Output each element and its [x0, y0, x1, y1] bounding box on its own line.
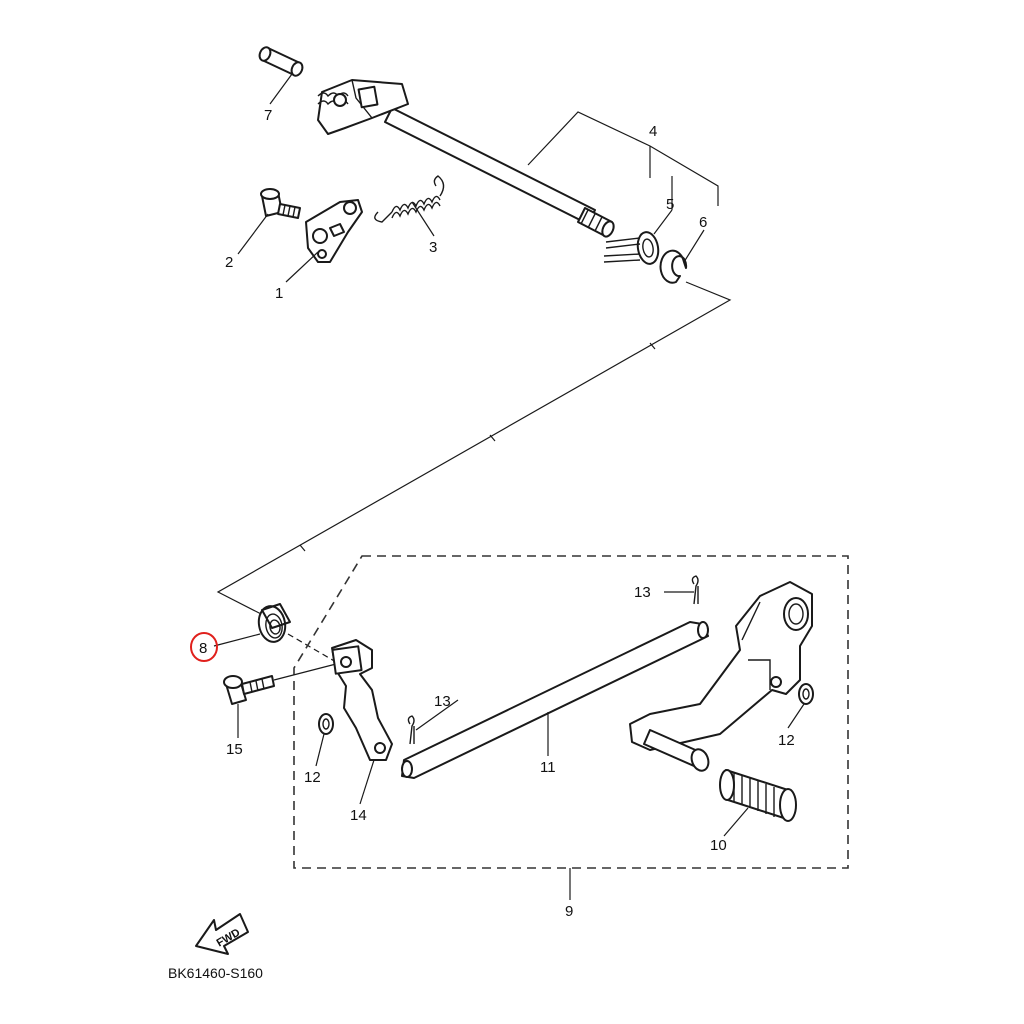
part-7-pin: [258, 46, 304, 77]
part-label-13-right: 13: [634, 584, 651, 601]
part-label-6: 6: [699, 214, 707, 231]
assembly-reference-lines: [216, 281, 732, 617]
part-15-axis-line: [273, 663, 337, 681]
part-label-12-left: 12: [304, 769, 321, 786]
part-10-pedal-rubber: [719, 769, 797, 822]
part-label-7: 7: [264, 107, 272, 124]
part-8-highlight-ring: [190, 632, 218, 662]
part-label-4: 4: [649, 123, 657, 140]
part-label-9: 9: [565, 903, 573, 920]
part-13-cotter-pin-left: [407, 715, 415, 745]
part-label-1: 1: [275, 285, 283, 302]
part-label-12-right: 12: [778, 732, 795, 749]
part-11-shift-rod: [401, 621, 709, 779]
part-2-bolt: [260, 188, 301, 219]
part-13-cotter-pin-right: [691, 575, 699, 605]
part-label-8: 8: [199, 640, 207, 657]
part-8-oil-seal: [257, 603, 291, 643]
part-label-3: 3: [429, 239, 437, 256]
part-14-shift-arm: [331, 639, 393, 761]
part-label-10: 10: [710, 837, 727, 854]
leader-lines: [213, 73, 805, 900]
part-4-shift-shaft: [317, 79, 615, 238]
part-label-14: 14: [350, 807, 367, 824]
part-label-11: 11: [540, 759, 556, 776]
part-5-torsion-spring: [603, 231, 660, 265]
part-12-washer-left: [318, 713, 334, 735]
part-15-bolt: [223, 675, 275, 705]
diagram-code: BK61460-S160: [168, 965, 263, 981]
part-label-13-left: 13: [434, 693, 451, 710]
part-label-5: 5: [666, 196, 674, 213]
part-6-circlip: [659, 249, 688, 284]
part-label-15: 15: [226, 741, 243, 758]
part-1-stopper-lever: [305, 199, 363, 263]
part-9-assembly-outline: [293, 555, 849, 869]
part-3-spring: [374, 175, 445, 223]
part-12-washer-right: [798, 683, 814, 705]
part-9-shift-pedal: [629, 581, 813, 772]
part-8-axis-line: [287, 633, 337, 663]
part-label-2: 2: [225, 254, 233, 271]
fwd-arrow-icon: FWD: [195, 913, 249, 955]
